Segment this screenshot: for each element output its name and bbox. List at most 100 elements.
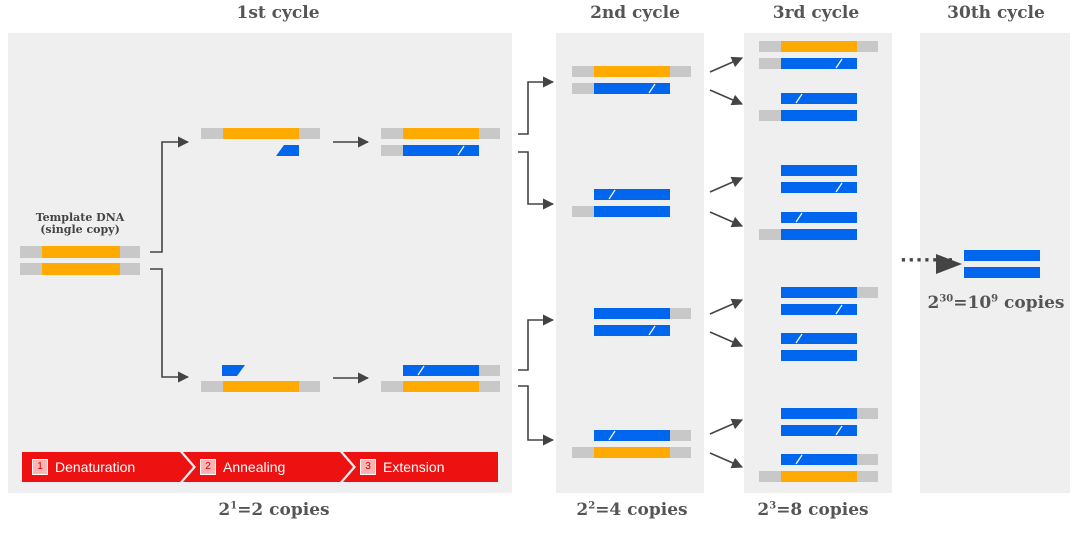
big-arrowhead [936,254,962,274]
cycle1-title: 1st cycle [236,3,320,23]
template-label-line2: (single copy) [40,223,120,236]
count-exponent: 3 [769,500,777,512]
primer-junction [795,93,803,104]
c1-lower-extension [381,365,500,392]
new-strand [781,93,857,104]
template-bottom-left-tail [20,263,42,275]
template-strand [223,128,299,139]
count-text: =8 copies [776,500,869,520]
new-strand [781,182,857,193]
c1-upper-extension [381,128,500,156]
copies-cycle2: 22=4 copies [552,500,712,520]
split-arrow [518,76,555,135]
primer-junction [457,145,465,156]
strand-tail [479,128,500,139]
primer-junction [417,365,425,376]
arrow-to-upper-strand [150,136,190,253]
c3-product-8 [759,454,878,482]
c3-product-1 [759,41,878,69]
new-strand [781,212,857,223]
strand-tail [572,206,594,217]
strand-tail [670,447,691,458]
c3-product-7 [781,408,878,436]
strand-tail [479,365,500,376]
copies-cycle30: 230=109 copies [918,293,1074,313]
strand-tail [670,66,691,77]
strand-tail [857,454,878,465]
primer-junction [648,325,656,336]
diag-arrow [709,56,744,73]
template-top-strand [42,246,120,258]
template-label-line1: Template DNA [35,211,125,224]
primer-junction [835,58,843,69]
step-extension: 3 Extension [350,452,498,482]
template-strand [594,66,670,77]
cycle3-title: 3rd cycle [772,3,860,23]
split-arrows-cycle2 [518,76,555,446]
count-exponent: 30 [939,293,954,305]
diag-arrow [709,89,744,106]
count-exponent: 2 [588,500,596,512]
new-strand [781,350,857,361]
primer-junction [835,182,843,193]
template-bottom-right-tail [120,263,140,275]
step-label: Annealing [223,459,286,475]
template-bottom-strand [42,263,120,275]
strand-tail [299,381,320,392]
count-exponent: 9 [991,293,999,305]
strand-tail [857,287,878,298]
count-exponent: 1 [230,500,238,512]
strand-tail [381,145,403,156]
c3-product-3 [781,165,857,193]
strand-tail [759,41,781,52]
strand-tail [201,128,223,139]
c2-product-3 [594,308,691,336]
step-label: Extension [383,459,445,475]
ellipsis-dots: ······· [900,250,955,271]
new-strand [964,250,1040,261]
new-strand [594,430,670,441]
count-text: =4 copies [595,500,688,520]
c1-upper-annealing [201,128,320,156]
new-strand [964,267,1040,278]
template-strand [594,447,670,458]
diag-arrows-cycle3 [709,56,744,469]
primer-junction [835,425,843,436]
strand-tail [381,128,403,139]
step-banner-2 [183,452,353,482]
step-number: 3 [360,459,376,475]
arrow-to-lower-strand [150,268,190,383]
primer [222,365,245,376]
cycle2-panel [556,33,704,493]
strand-tail [201,381,223,392]
new-strand [781,425,857,436]
c3-product-5 [781,287,878,315]
count-base: 2 [927,293,940,313]
split-arrows-cycle1 [150,136,190,383]
c3-product-2 [759,93,857,121]
diag-arrow [709,176,744,193]
count-base: 2 [218,500,231,520]
count-text: =10 [953,293,992,313]
primer-junction [795,454,803,465]
primer-junction [795,212,803,223]
primer-junction [835,304,843,315]
strand-tail [759,229,781,240]
strand-tail [857,471,878,482]
new-strand [781,304,857,315]
new-strand [781,408,857,419]
template-top-right-tail [120,246,140,258]
new-strand [781,229,857,240]
strand-tail [857,408,878,419]
split-arrow [518,314,555,371]
new-strand [781,287,857,298]
primer-junction [648,83,656,94]
strand-tail [572,447,594,458]
template-dna-label: Template DNA (single copy) [18,212,142,236]
strand-tail [479,381,500,392]
template-strand [223,381,299,392]
new-strand [594,189,670,200]
template-dna [20,246,140,275]
